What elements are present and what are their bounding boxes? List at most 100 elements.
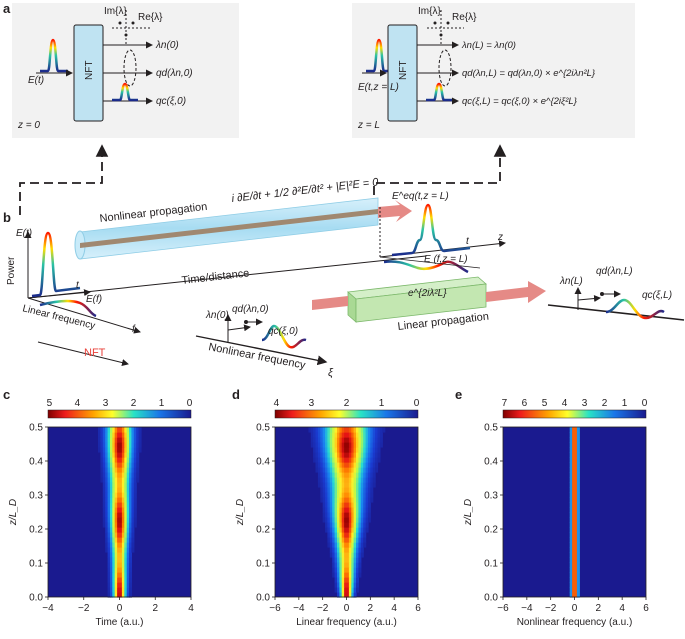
heatmap-cell <box>574 542 578 548</box>
heatmap-cell <box>129 557 132 563</box>
heatmap-cell <box>351 557 355 563</box>
heatmap-cell <box>322 517 326 523</box>
heatmap-cell <box>133 472 137 478</box>
heatmap-cell <box>322 482 326 488</box>
heatmap-cell <box>344 487 348 493</box>
heatmap-cell <box>360 477 364 483</box>
heatmap-cell <box>337 467 340 473</box>
heatmap-cell <box>112 592 116 598</box>
heatmap-cell <box>377 447 381 453</box>
heatmap-cell <box>136 462 140 468</box>
heatmap-cell <box>363 462 367 468</box>
heatmap-cell <box>114 477 118 483</box>
heatmap-cell <box>341 567 345 573</box>
heatmap-cell <box>339 447 343 453</box>
heatmap-cell <box>351 452 355 458</box>
heatmap-cell <box>105 472 109 478</box>
heatmap-cell <box>576 442 580 448</box>
out2-left: qd(λn,0) <box>156 68 193 79</box>
heatmap-cell <box>337 497 340 503</box>
heatmap-cell <box>363 427 367 433</box>
out1-right: λn(L) = λn(0) <box>461 40 516 51</box>
heatmap-cell <box>341 487 345 493</box>
colorbar-tick-label: 5 <box>542 398 548 409</box>
heatmap-cell <box>100 457 104 463</box>
heatmap-cell <box>569 452 573 458</box>
heatmap-cell <box>322 472 326 478</box>
heatmap-cell <box>117 432 121 438</box>
heatmap-cell <box>121 547 125 553</box>
heatmap-cell <box>572 537 576 543</box>
heatmap-cell <box>121 447 125 453</box>
heatmap-cell <box>358 467 362 473</box>
heatmap-cell <box>131 477 135 483</box>
heatmap-cell <box>574 437 578 443</box>
heatmap-cell <box>365 527 369 533</box>
heatmap-cell <box>358 452 362 458</box>
out2-right: qd(λn,L) = qd(λn,0) × e^{2iλn²L} <box>462 68 596 79</box>
heatmap-cell <box>365 512 369 518</box>
heatmap-cell <box>131 512 135 518</box>
heatmap-cell <box>129 482 132 488</box>
heatmap-cell <box>117 482 121 488</box>
output-nonlinear-spectrum-icon <box>605 298 665 320</box>
heatmap-cell <box>339 592 343 598</box>
heatmap-cell <box>353 512 357 518</box>
heatmap-cell <box>136 457 140 463</box>
heatmap-cell <box>344 587 348 593</box>
heatmap-cell <box>119 512 123 518</box>
nonlinear-spectrum-icon <box>261 324 307 349</box>
heatmap-cell <box>114 562 118 568</box>
heatmap-cell <box>329 507 333 513</box>
heatmap-cell <box>133 467 137 473</box>
heatmap-cell <box>329 487 333 493</box>
y-tick-label: 0.3 <box>484 491 498 502</box>
heatmap-cell <box>363 432 367 438</box>
heatmap-cell <box>102 457 106 463</box>
heatmap-cell <box>136 427 140 433</box>
heatmap-cell <box>351 427 355 433</box>
heatmap-cell <box>574 427 578 433</box>
heatmap-cell <box>329 492 333 498</box>
heatmap-cell <box>353 562 357 568</box>
heatmap-cell <box>334 567 338 573</box>
heatmap-cell <box>129 517 132 523</box>
heatmap-cell <box>346 442 350 448</box>
heatmap-cell <box>332 462 336 468</box>
heatmap-cell <box>322 467 326 473</box>
heatmap-cell <box>574 592 578 598</box>
heatmap-cell <box>105 497 109 503</box>
heatmap-cell <box>341 562 345 568</box>
heatmap-cell <box>356 532 359 538</box>
heatmap-cell <box>372 452 376 458</box>
heatmap-cell <box>121 552 125 558</box>
heatmap-cell <box>348 527 352 533</box>
heatmap-cell <box>121 432 125 438</box>
heatmap-cell <box>325 447 329 453</box>
heatmap-cell <box>327 472 331 478</box>
heatmap-cell <box>329 432 333 438</box>
heatmap-cell <box>131 447 135 453</box>
heatmap-cell <box>353 437 357 443</box>
heatmap-cell <box>114 567 118 573</box>
heatmap-cell <box>117 457 121 463</box>
heatmap-cell <box>308 427 312 433</box>
heatmap-cell <box>363 472 367 478</box>
heatmap-cell <box>320 492 324 498</box>
heatmap-cell <box>332 497 336 503</box>
heatmap-cell <box>576 457 580 463</box>
heatmap-cell <box>126 497 130 503</box>
heatmap-cell <box>358 537 362 543</box>
heatmap-cell <box>341 527 345 533</box>
heatmap-cell <box>576 587 580 593</box>
heatmap-cell <box>356 507 359 513</box>
heatmap-cell <box>367 457 371 463</box>
heatmap-cell <box>119 427 123 433</box>
heatmap-cell <box>325 452 329 458</box>
heatmap-cell <box>341 557 345 563</box>
heatmap-cell <box>367 472 371 478</box>
heatmap-cell <box>131 457 135 463</box>
colorbar-tick-label: 3 <box>309 398 315 409</box>
heatmap-cell <box>348 442 352 448</box>
heatmap-cell <box>126 577 130 583</box>
